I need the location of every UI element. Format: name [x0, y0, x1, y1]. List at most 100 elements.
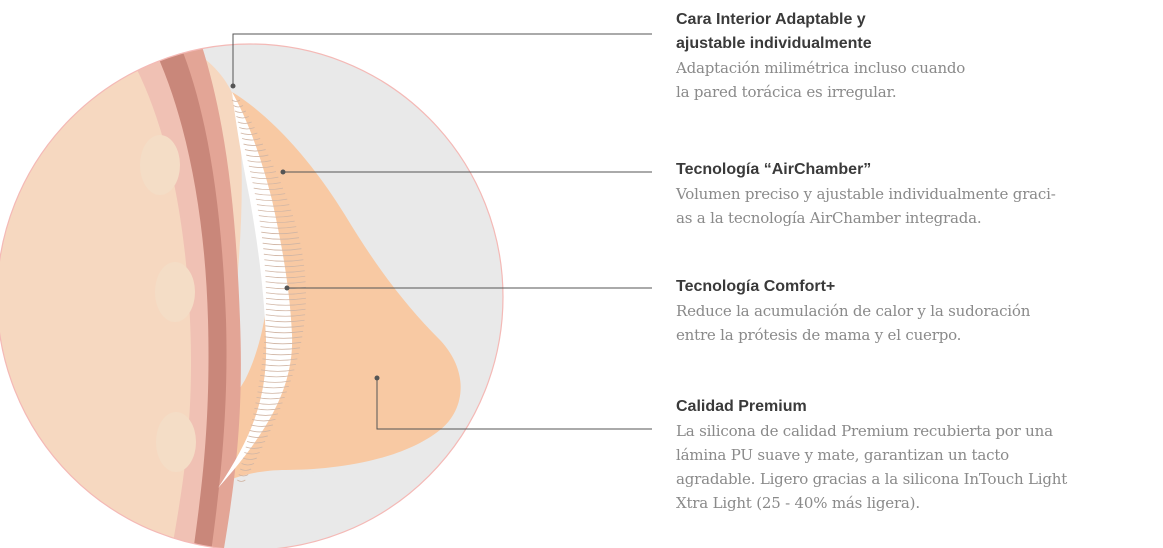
air-chamber-stroke	[238, 474, 249, 477]
air-chamber-stroke	[265, 281, 306, 284]
feature-description: Adaptación milimétrica incluso cuando la…	[676, 56, 1163, 104]
air-chamber-stroke	[262, 242, 301, 246]
air-chamber-stroke	[248, 435, 268, 438]
leader-line-inner-face	[232, 33, 652, 86]
feature-title-line: ajustable individualmente	[676, 35, 872, 52]
air-chamber-stroke	[254, 193, 286, 196]
air-chamber-stroke	[264, 330, 304, 334]
air-chamber-stroke	[243, 143, 264, 146]
air-chamber-stroke	[234, 110, 247, 113]
air-chamber-stroke	[231, 99, 241, 102]
feature-title: Calidad Premium	[676, 395, 1163, 419]
air-chamber-stroke	[263, 248, 302, 251]
air-chamber-stroke	[264, 336, 303, 339]
air-chamber-stroke	[265, 319, 305, 323]
feature-desc-line: Adaptación milimétrica incluso cuando	[676, 59, 966, 77]
air-chamber-stroke	[242, 138, 261, 141]
feature-description: Volumen preciso y ajustable individualme…	[676, 182, 1163, 230]
air-chamber-stroke	[256, 396, 285, 400]
air-chamber-stroke	[252, 182, 281, 185]
air-chamber-stroke	[262, 352, 299, 356]
airchamber-layer	[218, 92, 306, 488]
muscle-band-inner	[178, 44, 241, 548]
air-chamber-stroke	[265, 303, 306, 306]
air-chamber-stroke	[249, 430, 271, 433]
circle-illustration-content	[0, 44, 503, 548]
feature-premium-quality: Calidad Premium La silicona de calidad P…	[676, 395, 1163, 515]
air-chamber-stroke	[258, 215, 294, 218]
air-chamber-stroke	[264, 259, 304, 262]
air-chamber-stroke	[240, 132, 258, 135]
air-chamber-stroke	[246, 441, 266, 444]
inner-face-white-layer	[218, 92, 293, 488]
air-chamber-stroke	[240, 468, 252, 471]
air-chamber-stroke	[265, 275, 306, 279]
air-chamber-stroke	[260, 226, 297, 229]
leader-line-premium	[376, 378, 652, 430]
air-chamber-stroke	[261, 231, 298, 235]
air-chamber-stroke	[233, 105, 244, 108]
feature-inner-face: Cara Interior Adaptable y ajustable indi…	[676, 8, 1163, 104]
feature-desc-line: as a la tecnología AirChamber integrada.	[676, 209, 982, 227]
air-chamber-stroke	[260, 374, 293, 378]
air-chamber-stroke	[265, 297, 306, 301]
air-chamber-stroke	[261, 363, 296, 367]
feature-title: Tecnología “AirChamber”	[676, 158, 1163, 182]
feature-title: Tecnología Comfort+	[676, 275, 1163, 299]
air-chamber-stroke	[254, 408, 281, 411]
leader-dot	[284, 285, 290, 291]
feature-title-line: Cara Interior Adaptable y	[676, 11, 866, 28]
air-chamber-stroke	[244, 452, 260, 455]
feature-description: La silicona de calidad Premium recubiert…	[676, 419, 1163, 515]
air-chamber-stroke	[237, 121, 252, 124]
air-chamber-stroke	[242, 457, 257, 460]
air-chamber-stroke	[256, 204, 290, 207]
air-chamber-stroke	[247, 160, 272, 163]
air-chamber-stroke	[263, 347, 301, 350]
air-chamber-stroke	[253, 187, 284, 191]
air-chamber-stroke	[250, 424, 274, 427]
rib-section	[156, 412, 196, 472]
leader-dot	[280, 169, 286, 175]
rib-section	[155, 262, 195, 322]
air-chamber-stroke	[251, 176, 279, 180]
air-chamber-stroke	[246, 154, 269, 157]
muscle-band-middle	[150, 44, 229, 548]
rib-section	[140, 135, 180, 195]
air-chamber-stroke	[264, 341, 302, 345]
feature-desc-line: agradable. Ligero gracias a la silicona …	[676, 470, 1068, 488]
callout-leader-lines	[230, 33, 652, 430]
feature-title: Cara Interior Adaptable y ajustable indi…	[676, 8, 1163, 56]
feature-desc-line: lámina PU suave y mate, garantizan un ta…	[676, 446, 1009, 464]
feature-desc-line: La silicona de calidad Premium recubiert…	[676, 422, 1053, 440]
air-chamber-stroke	[252, 419, 276, 422]
air-chamber-stroke	[244, 149, 266, 152]
feature-description: Reduce la acumulación de calor y la sudo…	[676, 299, 1163, 347]
air-chamber-stroke	[237, 479, 246, 482]
feature-title-line: Calidad Premium	[676, 398, 807, 415]
air-chamber-stroke	[259, 220, 295, 224]
air-chamber-stroke	[255, 402, 283, 405]
feature-desc-line: entre la prótesis de mama y el cuerpo.	[676, 326, 962, 344]
feature-title-line: Tecnología “AirChamber”	[676, 161, 872, 178]
air-chamber-stroke	[255, 198, 288, 202]
air-chamber-stroke	[236, 116, 249, 119]
illustration-circle-border	[0, 43, 504, 548]
leader-dot	[374, 375, 380, 381]
air-chamber-stroke	[248, 165, 274, 168]
air-chamber-stroke	[264, 264, 305, 268]
air-chamber-stroke	[261, 237, 300, 240]
feature-desc-line: Xtra Light (25 - 40% más ligera).	[676, 494, 920, 512]
air-chamber-stroke	[265, 308, 306, 312]
air-chamber-stroke	[250, 171, 277, 174]
air-chamber-stroke	[265, 292, 306, 295]
air-chamber-stroke	[265, 270, 305, 273]
air-chamber-stroke	[245, 446, 263, 449]
air-chamber-stroke	[239, 127, 255, 130]
air-chamber-stroke	[263, 253, 303, 257]
air-chamber-stroke	[259, 380, 291, 383]
air-chamber-stroke	[265, 314, 306, 317]
air-chamber-stroke	[265, 325, 304, 328]
air-chamber-stroke	[257, 209, 292, 213]
